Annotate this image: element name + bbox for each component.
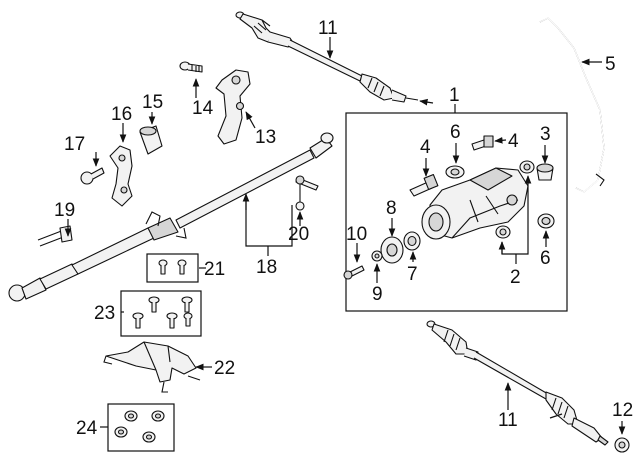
seal-top: [445, 165, 465, 179]
callout-23: 23: [94, 303, 115, 324]
bolt-box-23: [120, 290, 202, 337]
callout-3: 3: [540, 124, 551, 145]
callout-24: 24: [76, 418, 98, 439]
callout-12: 12: [612, 400, 633, 421]
callout-1: 1: [449, 85, 460, 106]
bolt-10: [343, 265, 365, 280]
callout-21: 21: [204, 259, 225, 280]
callout-13: 13: [255, 127, 276, 148]
bushing: [536, 163, 554, 181]
mount-bushing-lower: [495, 225, 511, 239]
callout-16: 16: [111, 104, 132, 125]
vent-stud-left: [409, 174, 439, 197]
vent-stud-right: [471, 135, 494, 151]
insulator-15: [139, 125, 163, 155]
callout-15: 15: [142, 92, 163, 113]
clip-19: [37, 225, 73, 247]
callout-19: 19: [54, 200, 75, 221]
callout-2-a: 2: [510, 267, 521, 288]
callout-14: 14: [192, 98, 214, 119]
callout-10: 10: [346, 224, 367, 245]
bracket-16: [109, 145, 133, 207]
driveshaft: [8, 132, 334, 302]
pinion-flange: [380, 236, 404, 264]
axle-shaft-upper: [235, 11, 419, 103]
callout-9: 9: [372, 284, 383, 305]
callout-11-b: 11: [498, 410, 518, 431]
callout-6-b: 6: [540, 248, 551, 269]
bolt-box-21: [146, 253, 199, 283]
pinion-seal: [403, 231, 421, 251]
callout-20: 20: [288, 224, 309, 245]
bolts-21: [158, 259, 187, 275]
callout-5: 5: [605, 54, 616, 75]
callout-22: 22: [214, 358, 235, 379]
callout-17: 17: [64, 134, 85, 155]
bolt-14: [179, 61, 203, 73]
axle-nut: [614, 437, 630, 453]
callout-7: 7: [407, 264, 418, 285]
vent-hose: [539, 17, 605, 193]
axle-shaft-lower: [426, 320, 609, 446]
seal-right: [537, 213, 555, 229]
link-20: [295, 175, 319, 211]
callout-8: 8: [386, 198, 397, 219]
nuts-24: [114, 410, 165, 443]
callout-4-a: 4: [420, 137, 431, 158]
callout-11-a: 11: [318, 18, 338, 39]
heat-shield-22: [103, 341, 201, 393]
differential-assembly-box: [345, 112, 568, 312]
callout-18: 18: [256, 257, 277, 278]
bracket-13: [215, 69, 251, 145]
bolt-17: [80, 167, 105, 185]
pinion-nut: [371, 250, 383, 262]
mount-bushing-upper: [519, 160, 535, 174]
callout-6-a: 6: [450, 122, 461, 143]
bolts-23: [132, 296, 193, 329]
callout-4-b: 4: [508, 131, 519, 152]
differential-housing: [421, 167, 529, 240]
